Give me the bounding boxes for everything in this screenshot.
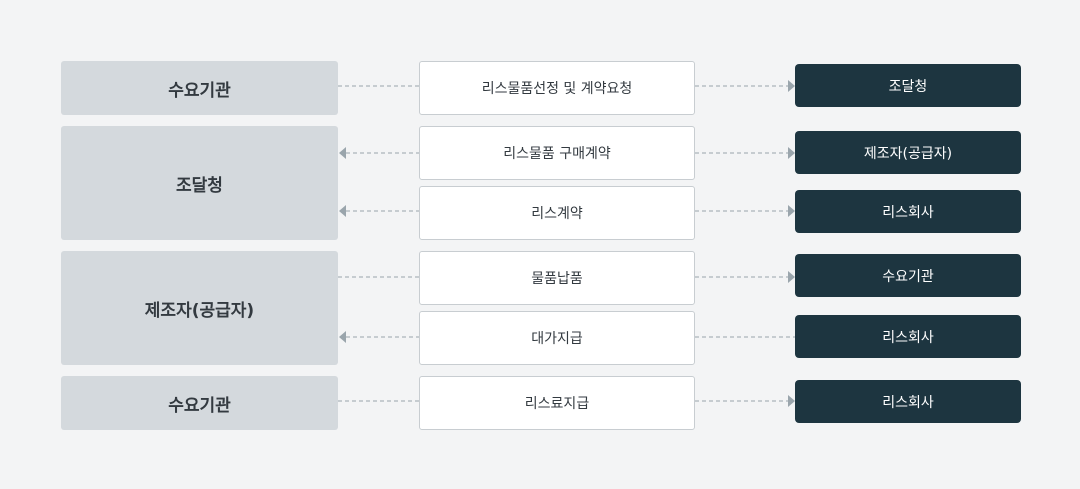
- mid-node-r5: 대가지급: [419, 311, 695, 365]
- mid-node-label: 리스계약: [531, 206, 583, 222]
- left-node-r4: 제조자(공급자): [61, 251, 338, 365]
- left-node-label: 수요기관: [168, 395, 231, 416]
- right-node-r6: 리스회사: [795, 380, 1021, 423]
- arrowhead-right-r1: [788, 80, 795, 92]
- mid-node-label: 리스료지급: [524, 396, 590, 412]
- arrowhead-left-r5: [339, 331, 346, 343]
- right-node-label: 리스회사: [882, 329, 934, 346]
- left-node-r6: 수요기관: [61, 376, 338, 430]
- right-node-label: 제조자(공급자): [863, 145, 953, 162]
- right-node-label: 리스회사: [882, 204, 934, 221]
- left-node-label: 조달청: [176, 175, 223, 196]
- mid-node-r3: 리스계약: [419, 186, 695, 240]
- mid-node-r2: 리스물품 구매계약: [419, 126, 695, 180]
- mid-node-r4: 물품납품: [419, 251, 695, 305]
- mid-node-r6: 리스료지급: [419, 376, 695, 430]
- arrowhead-left-r3: [339, 205, 346, 217]
- right-node-r1: 조달청: [795, 64, 1021, 107]
- mid-node-label: 물품납품: [531, 271, 583, 287]
- right-node-label: 조달청: [888, 78, 928, 95]
- mid-node-label: 리스물품 구매계약: [503, 146, 611, 162]
- right-node-label: 리스회사: [882, 394, 934, 411]
- mid-node-label: 리스물품선정 및 계약요청: [481, 81, 633, 97]
- arrowhead-right-r2: [788, 147, 795, 159]
- right-node-r3: 리스회사: [795, 190, 1021, 233]
- arrowhead-right-r6: [788, 395, 795, 407]
- mid-node-r1: 리스물품선정 및 계약요청: [419, 61, 695, 115]
- arrowhead-left-r2: [339, 147, 346, 159]
- left-node-r1: 수요기관: [61, 61, 338, 115]
- right-node-label: 수요기관: [882, 268, 934, 285]
- mid-node-label: 대가지급: [531, 331, 583, 347]
- arrowhead-right-r3: [788, 205, 795, 217]
- right-node-r2: 제조자(공급자): [795, 131, 1021, 174]
- right-node-r5: 리스회사: [795, 315, 1021, 358]
- left-node-label: 제조자(공급자): [144, 300, 255, 321]
- left-node-r2: 조달청: [61, 126, 338, 240]
- arrowhead-right-r4: [788, 271, 795, 283]
- right-node-r4: 수요기관: [795, 254, 1021, 297]
- left-node-label: 수요기관: [168, 80, 231, 101]
